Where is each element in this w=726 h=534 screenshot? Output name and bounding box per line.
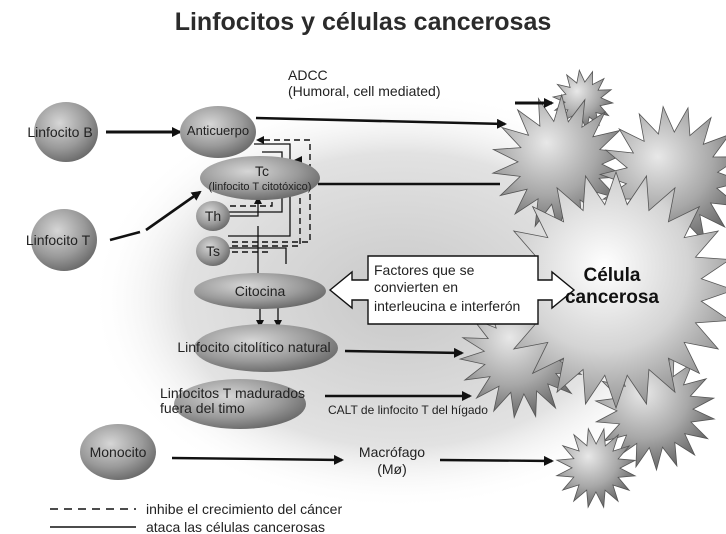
cancer-cell-top-small [551,68,615,132]
th-label: Th [205,208,221,224]
adcc-sub-label: (Humoral, cell mediated) [288,83,441,99]
cancer-cells [458,68,726,509]
calt-label: CALT de linfocito T del hígado [328,403,488,417]
node-linfocito-b: Linfocito B [27,102,98,162]
node-linfocito-t: Linfocito T [26,209,97,271]
arrow-macrofago-to-cell [439,455,554,466]
ts-to-anticuerpo-dashed [232,136,311,243]
tc-label: Tc [255,163,269,179]
factores-line2: convierten en [374,279,458,295]
dashed-arrows [230,136,311,253]
arrow-nk-to-cell [344,347,464,358]
linfocito-t-label: Linfocito T [26,232,91,248]
macrofago-symbol: (Mø) [377,461,407,477]
node-citocina: Citocina [194,273,326,309]
tc-sub-label: (linfocito T citotóxico) [209,181,312,193]
thymus-line2: fuera del timo [160,400,245,416]
arrow-t-to-tc-2 [145,190,202,232]
celula-label-line2: cancerosa [565,287,659,308]
factores-line1: Factores que se [374,262,475,278]
legend: inhibe el crecimiento del cáncer ataca l… [50,501,342,534]
legend-dashed-label: inhibe el crecimiento del cáncer [146,501,342,517]
nk-label: Linfocito citolítico natural [177,339,330,355]
diagram-title: Linfocitos y células cancerosas [175,8,552,36]
factores-callout: Factores que se convierten en interleuci… [328,255,576,325]
macrofago-label: Macrófago [359,444,425,460]
node-tc: Tc (linfocito T citotóxico) [200,156,320,200]
adcc-label: ADCC [288,67,328,83]
legend-solid-label: ataca las células cancerosas [146,519,325,534]
citocina-feed-solid [226,247,287,264]
node-monocito: Monocito [80,424,156,480]
linfocito-b-label: Linfocito B [27,124,92,140]
node-nk: Linfocito citolítico natural [177,324,338,372]
thymus-line1: Linfocitos T madurados [160,385,305,401]
arrow-t-to-tc [109,230,141,242]
citocina-label: Citocina [235,283,286,299]
ts-label: Ts [206,243,220,259]
factores-line3: interleucina e interferón [374,298,520,314]
cancer-cell-bottom-small [555,427,637,509]
node-anticuerpo: Anticuerpo [180,106,256,158]
th-to-tc-solid [228,196,262,217]
th-dashed [230,196,273,207]
celula-label-line1: Célula [583,265,640,286]
arrow-monocito-to-macrofago [171,454,344,465]
node-thymus-t: Linfocitos T madurados fuera del timo [160,379,306,429]
node-ts: Ts [196,236,230,266]
anticuerpo-label: Anticuerpo [187,123,249,138]
arrow-anticuerpo-to-cell [255,116,507,129]
node-th: Th [196,201,230,231]
ts-to-tc-dashed [232,156,302,247]
monocito-label: Monocito [90,444,147,460]
